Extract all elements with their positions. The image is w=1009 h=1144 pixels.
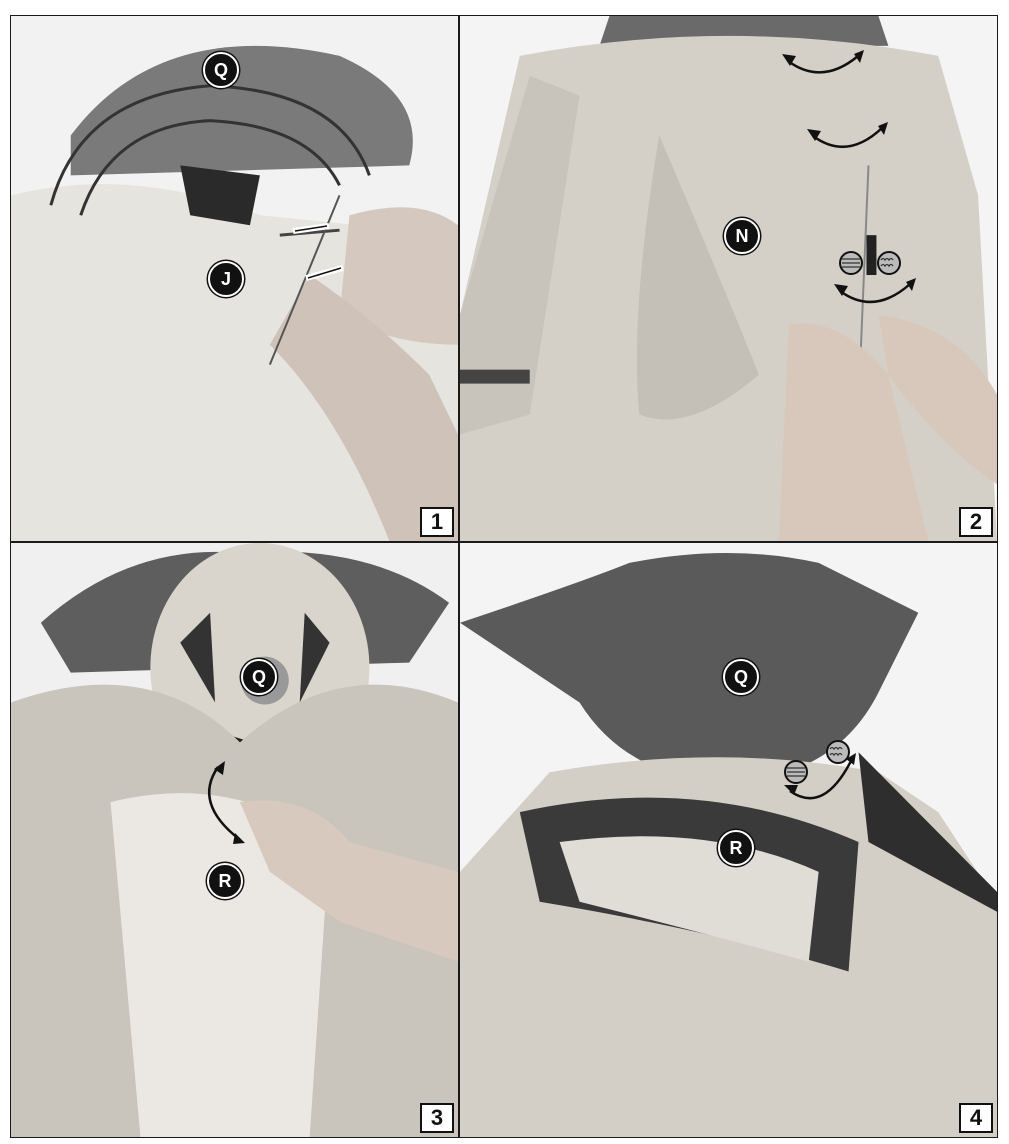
step-number: 4 (959, 1103, 993, 1133)
callout-badge: Q (723, 659, 759, 695)
step-2-panel: N 2 (459, 15, 998, 542)
callout-badge: Q (203, 52, 239, 88)
callout-badge: R (207, 863, 243, 899)
step-1-panel: Q J 1 (10, 15, 459, 542)
step-2-illustration (460, 16, 997, 541)
callout-badge: Q (241, 659, 277, 695)
step-3-panel: Q R 3 (10, 542, 459, 1138)
callout-badge: J (208, 261, 244, 297)
callout-badge: N (724, 218, 760, 254)
step-3-illustration (11, 543, 458, 1137)
step-4-panel: Q R 4 (459, 542, 998, 1138)
step-number: 3 (420, 1103, 454, 1133)
step-number: 2 (959, 507, 993, 537)
step-number: 1 (420, 507, 454, 537)
callout-badge: R (718, 830, 754, 866)
